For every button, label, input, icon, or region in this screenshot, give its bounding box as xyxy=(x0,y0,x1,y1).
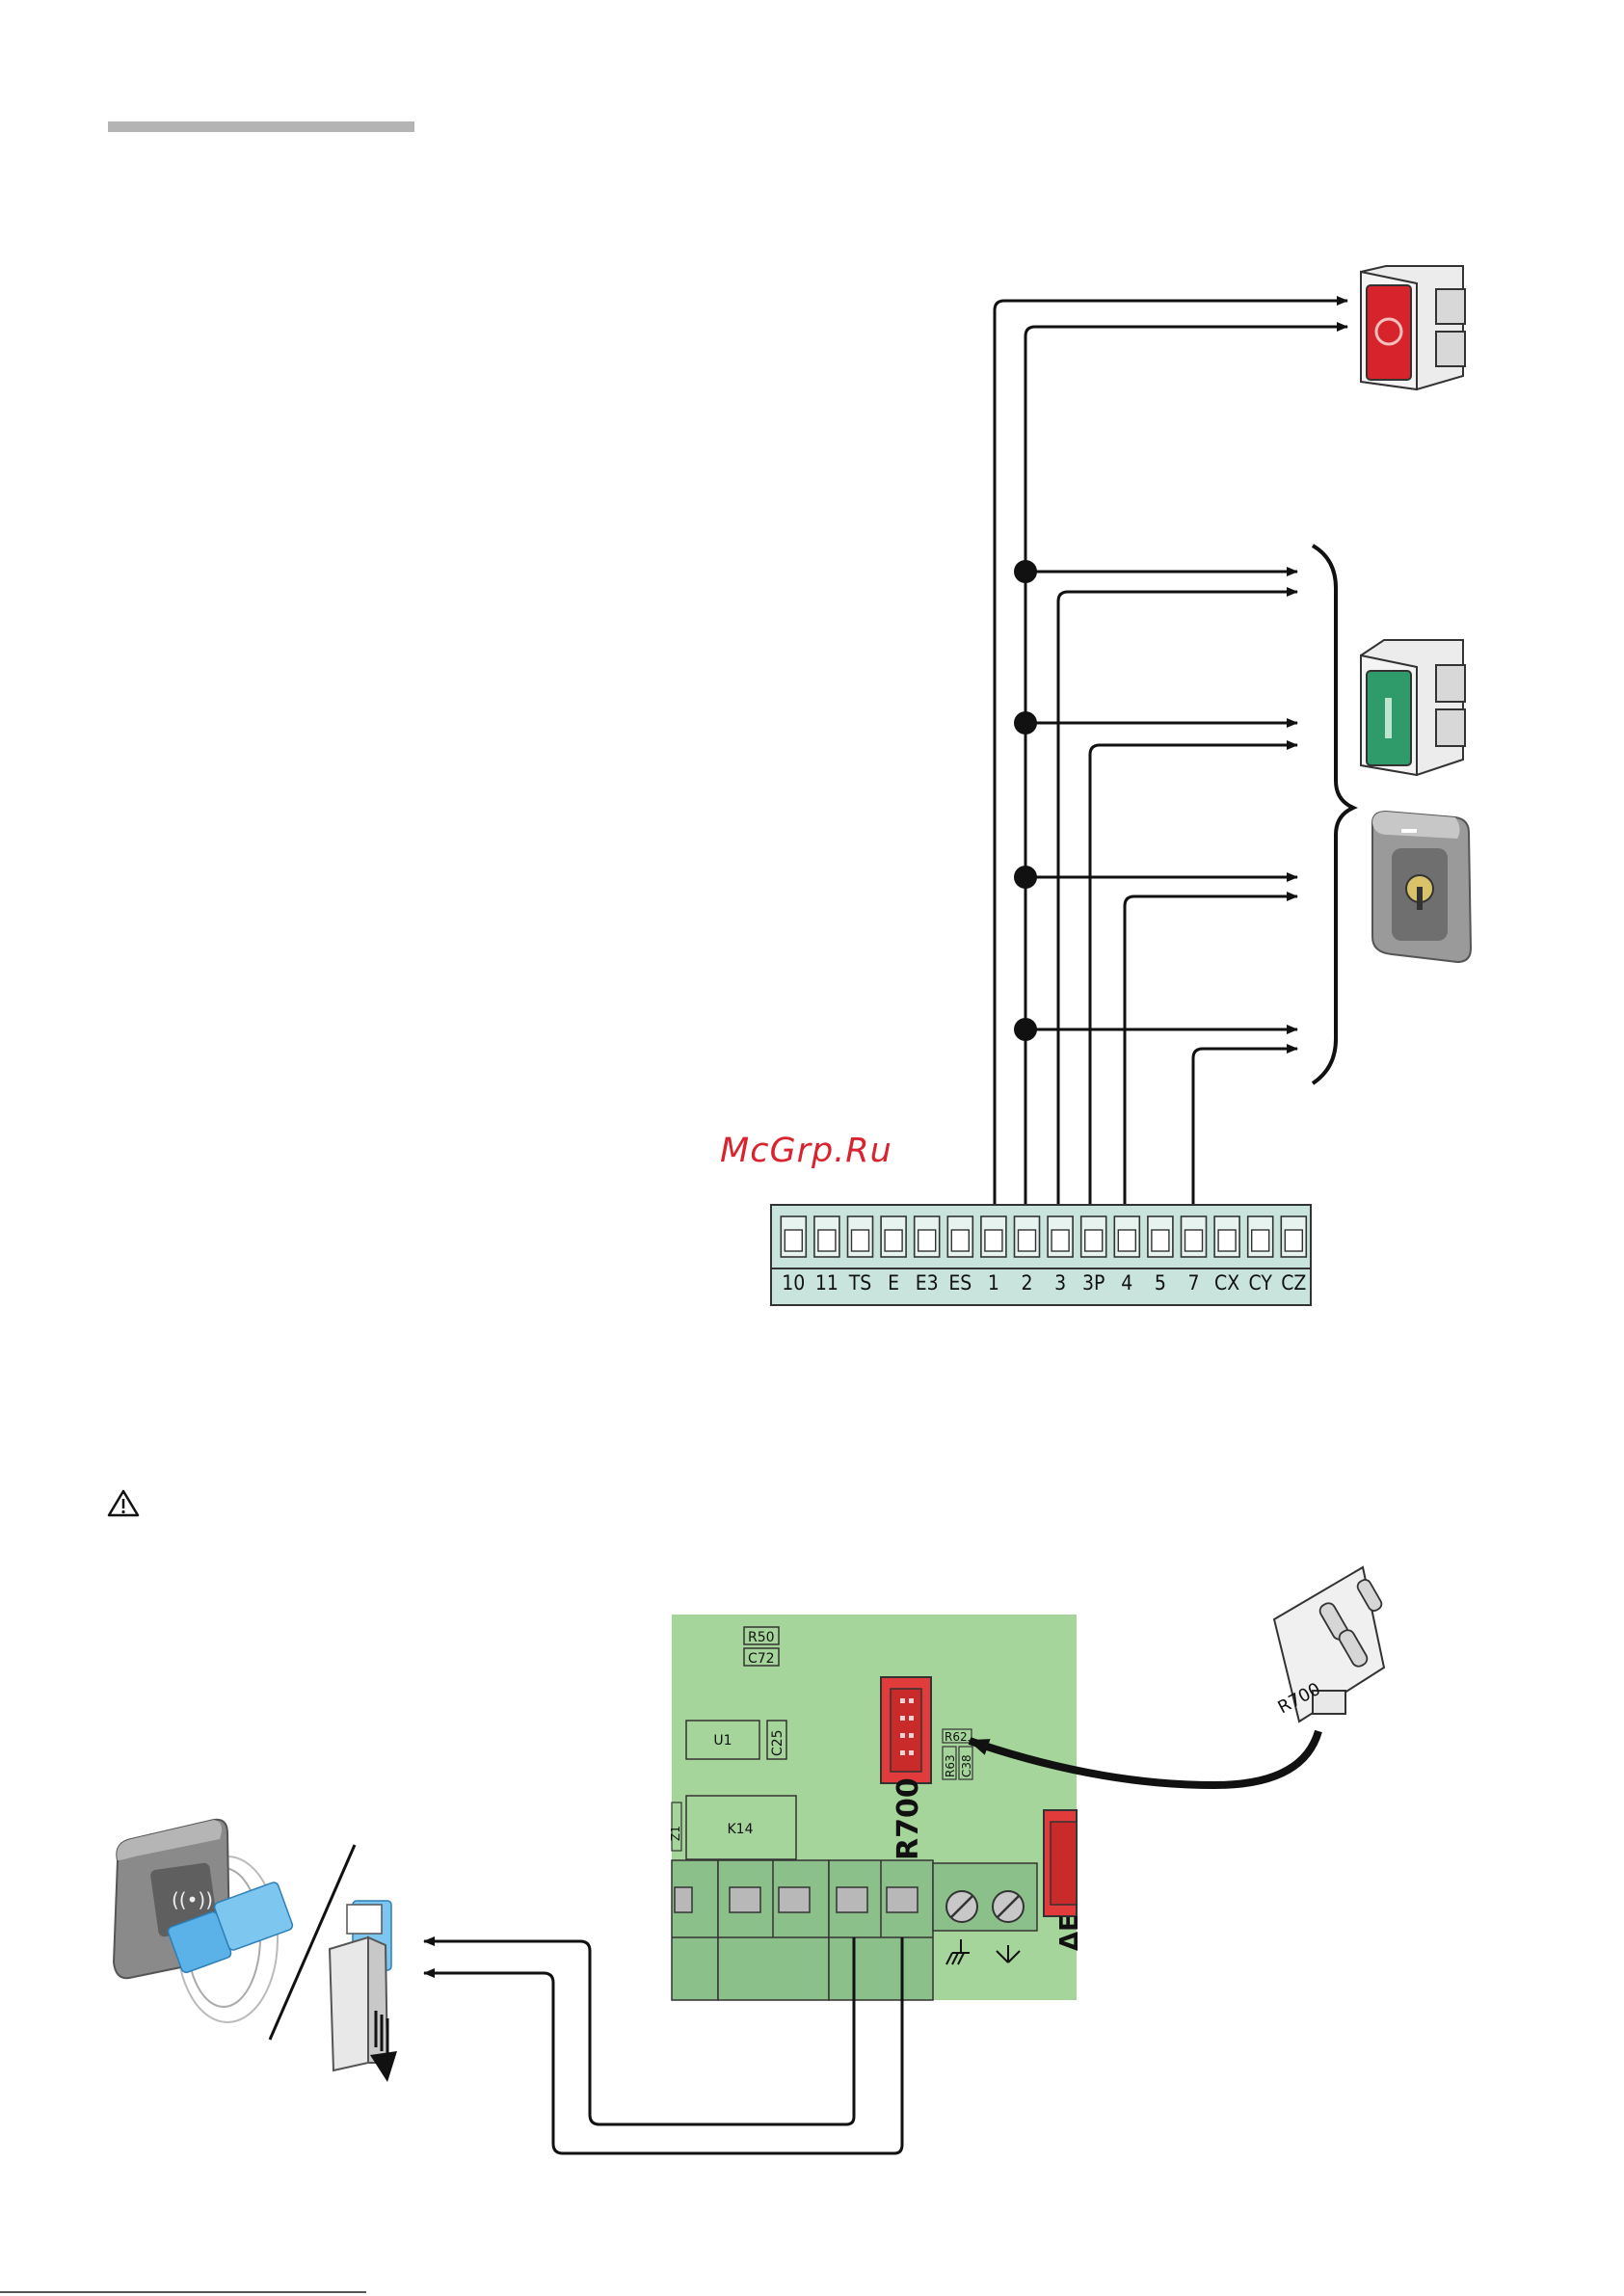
watermark: McGrp.Ru xyxy=(720,1132,892,1170)
card-swipe-reader-icon xyxy=(330,1901,397,2082)
terminal-label: CZ xyxy=(1281,1271,1306,1295)
terminal-cz: CZ xyxy=(1281,1216,1306,1295)
terminal-ts: TS xyxy=(848,1216,873,1295)
label-side-partial: ΔE xyxy=(1055,1914,1084,1951)
junction-dot-1 xyxy=(1014,560,1037,583)
label-k14: K14 xyxy=(728,1822,754,1837)
terminal-label: 1 xyxy=(988,1271,999,1295)
junction-dot-2 xyxy=(1014,711,1037,734)
label-r700-board: R700 xyxy=(892,1777,925,1860)
section-heading-bar xyxy=(108,121,414,132)
terminal-label: 3P xyxy=(1082,1271,1105,1295)
terminal-label: TS xyxy=(848,1271,872,1295)
terminal-label: 3 xyxy=(1054,1271,1066,1295)
wire-terminal-1-to-stop xyxy=(995,301,1347,1229)
terminal-e3: E3 xyxy=(915,1216,940,1295)
r700-module-icon: R700 xyxy=(1274,1567,1384,1722)
terminal-label: 4 xyxy=(1121,1271,1132,1295)
terminal-3p: 3P xyxy=(1081,1216,1106,1295)
wire-terminal-3 xyxy=(1058,592,1297,1229)
junction-dot-3 xyxy=(1014,866,1037,889)
terminal-label: E xyxy=(888,1271,899,1295)
label-u1: U1 xyxy=(713,1733,732,1749)
transponder-reader-icon: ((•)) xyxy=(114,1820,294,2022)
terminal-label: CY xyxy=(1249,1271,1273,1295)
terminal-label: CX xyxy=(1214,1271,1239,1295)
wire-terminal-4 xyxy=(1125,896,1297,1229)
start-pushbutton-icon xyxy=(1361,640,1465,775)
terminal-10: 10 xyxy=(781,1216,806,1295)
key-selector-icon xyxy=(1372,812,1471,962)
warning-icon xyxy=(109,1491,138,1515)
stop-pushbutton-icon xyxy=(1361,266,1465,389)
terminal-label: 5 xyxy=(1155,1271,1166,1295)
top-wiring xyxy=(995,301,1353,1229)
terminal-label: 11 xyxy=(815,1271,839,1295)
device-brace xyxy=(1313,546,1353,1083)
label-r63: R63 xyxy=(944,1754,957,1777)
label-z1-partial: Z1 xyxy=(669,1826,682,1841)
label-r50: R50 xyxy=(748,1630,775,1645)
terminal-cx: CX xyxy=(1214,1216,1239,1295)
terminal-es: ES xyxy=(947,1216,972,1295)
label-c25: C25 xyxy=(770,1729,785,1756)
junction-dot-4 xyxy=(1014,1018,1037,1041)
terminal-cy: CY xyxy=(1248,1216,1273,1295)
control-board: R50 C72 U1 C25 R62 R63 C38 K14 Z1 R700 xyxy=(669,1615,1084,2000)
terminal-label: 10 xyxy=(782,1271,805,1295)
terminal-label: 2 xyxy=(1021,1271,1032,1295)
terminal-11: 11 xyxy=(814,1216,839,1295)
terminal-label: 7 xyxy=(1187,1271,1199,1295)
wire-terminal-2-to-stop xyxy=(1025,327,1347,1229)
label-c38: C38 xyxy=(960,1754,973,1777)
terminal-label: E3 xyxy=(916,1271,939,1295)
label-c72: C72 xyxy=(748,1651,775,1667)
terminal-label: ES xyxy=(948,1271,972,1295)
svg-text:((•)): ((•)) xyxy=(172,1888,213,1911)
label-r62: R62 xyxy=(945,1730,968,1744)
wire-terminal-7 xyxy=(1193,1049,1297,1229)
